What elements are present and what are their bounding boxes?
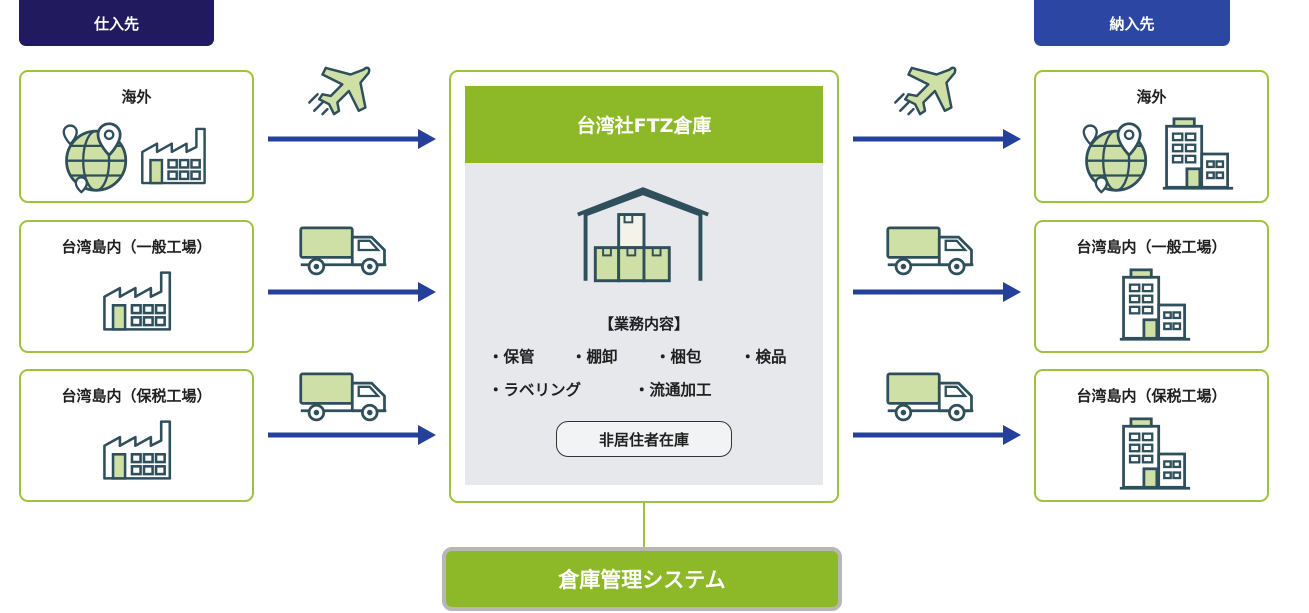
warehouse-icon: [570, 180, 716, 288]
warehouse-title: 台湾社FTZ倉庫: [465, 86, 823, 163]
service-storage: ・保管: [488, 348, 535, 366]
supplier-general-factory-box: 台湾島内（一般工場）: [19, 220, 254, 353]
globe-icon: [61, 120, 135, 194]
building-icon: [1118, 266, 1192, 344]
service-processing: ・流通加工: [634, 381, 712, 399]
building-icon: [1118, 415, 1192, 493]
inbound-arrow-overseas: [268, 129, 436, 149]
destination-overseas-label: 海外: [1136, 88, 1167, 106]
supplier-overseas-box: 海外: [19, 70, 254, 203]
outbound-arrow-general: [853, 282, 1021, 302]
inbound-arrow-bonded: [268, 425, 436, 445]
truck-icon: [885, 370, 977, 422]
truck-icon: [298, 224, 390, 276]
non-resident-inventory-badge: 非居住者在庫: [556, 421, 732, 457]
destination-header: 納入先: [1034, 0, 1230, 46]
destination-bonded-factory-box: 台湾島内（保税工場）: [1034, 369, 1269, 502]
factory-icon: [139, 124, 221, 188]
supplier-general-factory-label: 台湾島内（一般工場）: [61, 238, 212, 256]
factory-icon: [101, 415, 187, 485]
supplier-overseas-label: 海外: [121, 88, 152, 106]
outbound-arrow-overseas: [853, 129, 1021, 149]
supplier-bonded-factory-label: 台湾島内（保税工場）: [61, 387, 212, 405]
service-packing: ・梱包: [655, 348, 702, 366]
supplier-header: 仕入先: [19, 0, 214, 46]
destination-general-factory-box: 台湾島内（一般工場）: [1034, 220, 1269, 353]
airplane-icon: [892, 64, 958, 118]
warehouse-management-system: 倉庫管理システム: [442, 547, 842, 611]
destination-bonded-factory-label: 台湾島内（保税工場）: [1076, 387, 1227, 405]
truck-icon: [298, 370, 390, 422]
service-labeling: ・ラベリング: [488, 381, 582, 399]
outbound-arrow-bonded: [853, 425, 1021, 445]
connector-line: [643, 503, 645, 547]
airplane-icon: [306, 64, 372, 118]
services-heading: 【業務内容】: [598, 315, 689, 333]
destination-overseas-box: 海外: [1034, 70, 1269, 203]
inbound-arrow-general: [268, 282, 436, 302]
service-inspection: ・検品: [740, 348, 787, 366]
building-icon: [1161, 116, 1235, 192]
truck-icon: [885, 224, 977, 276]
supplier-bonded-factory-box: 台湾島内（保税工場）: [19, 369, 254, 502]
destination-general-factory-label: 台湾島内（一般工場）: [1076, 238, 1227, 256]
service-inventory: ・棚卸: [571, 348, 618, 366]
globe-icon: [1081, 120, 1155, 194]
factory-icon: [101, 266, 187, 336]
